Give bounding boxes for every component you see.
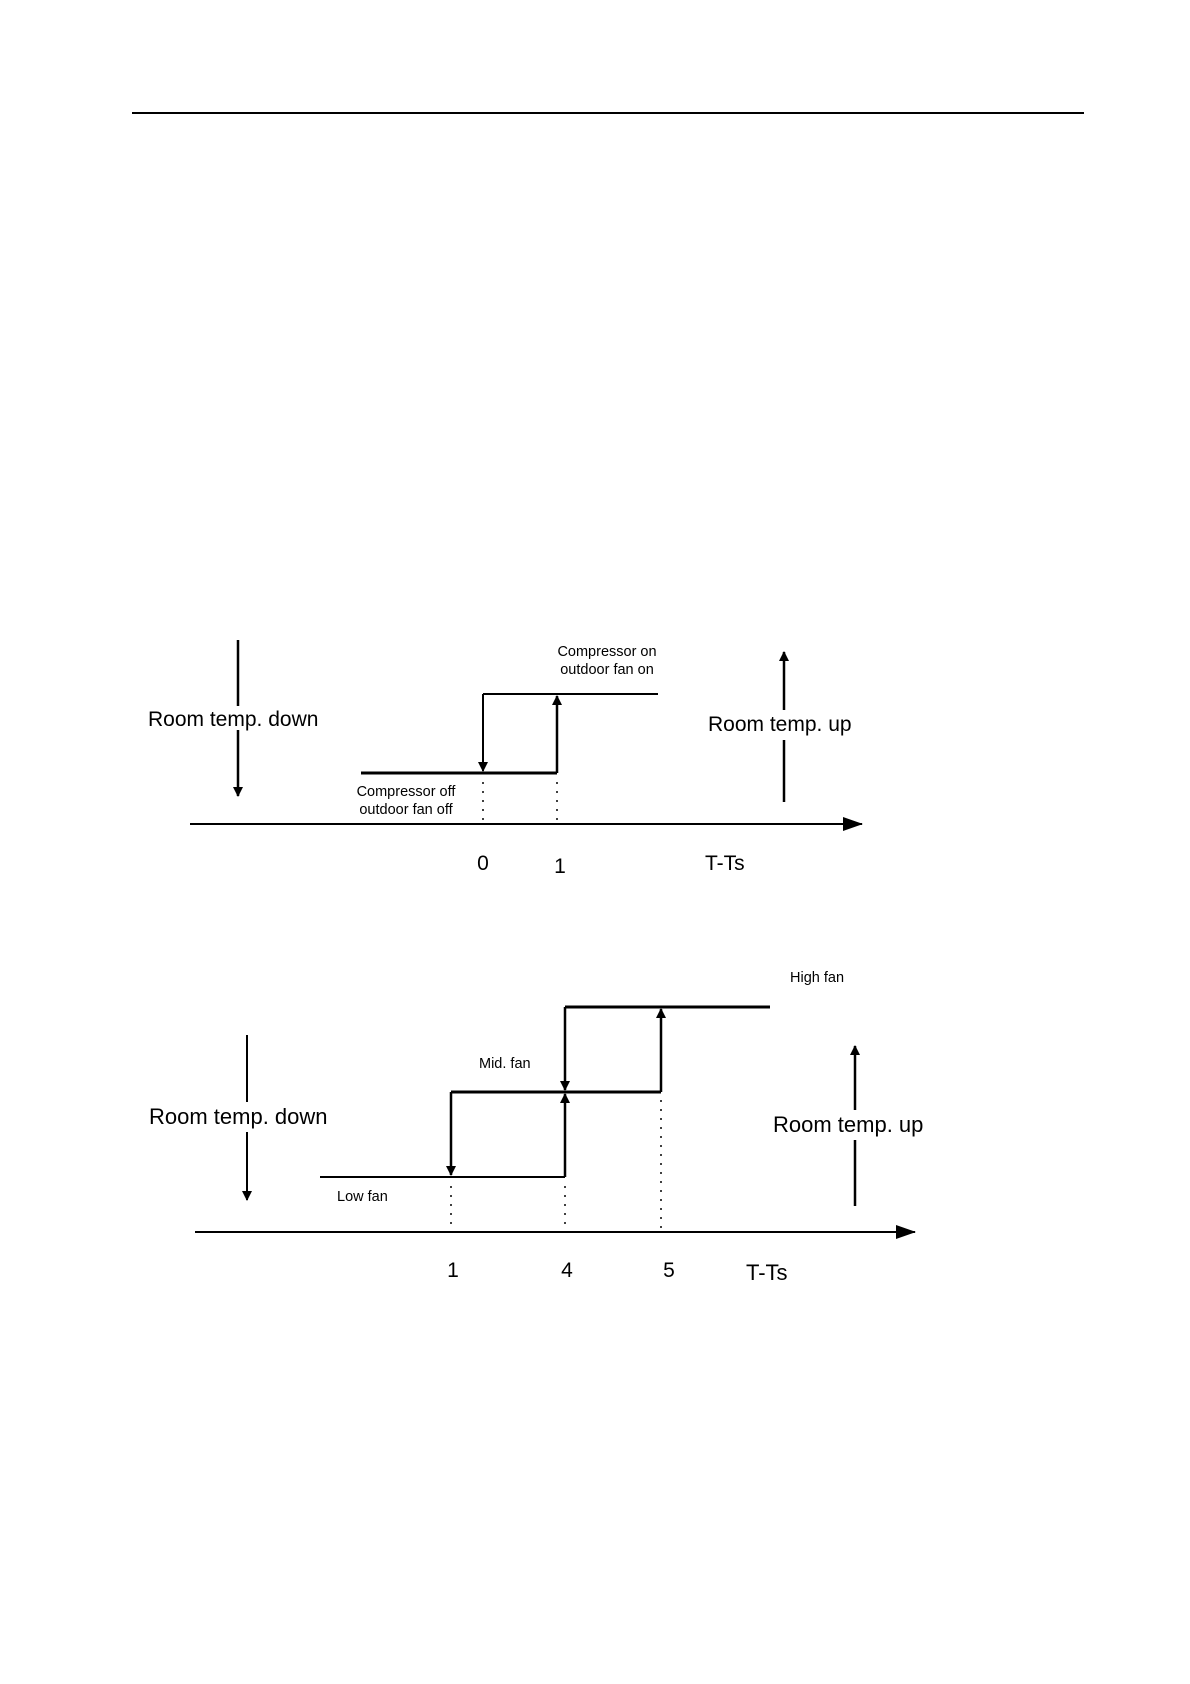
compressor-on-label: Compressor on	[557, 644, 656, 660]
tick-label-2-1: 1	[447, 1259, 459, 1282]
room-temp-up-label-2: Room temp. up	[773, 1112, 923, 1137]
outdoor-fan-on-label: outdoor fan on	[560, 662, 654, 678]
tick-label-2-5: 5	[663, 1259, 675, 1282]
low-fan-label: Low fan	[337, 1189, 388, 1205]
tick-label-0: 0	[477, 852, 489, 875]
x-axis-label-2: T-Ts	[746, 1260, 788, 1285]
room-temp-down-label-2: Room temp. down	[149, 1104, 328, 1129]
tick-label-2-4: 4	[561, 1259, 573, 1282]
compressor-off-label: Compressor off	[357, 784, 457, 800]
x-axis-label: T-Ts	[705, 852, 745, 875]
outdoor-fan-off-label: outdoor fan off	[359, 802, 453, 818]
mid-fan-label: Mid. fan	[479, 1056, 531, 1072]
tick-label-1: 1	[554, 855, 566, 878]
room-temp-up-label: Room temp. up	[708, 713, 852, 736]
high-fan-label: High fan	[790, 970, 844, 986]
room-temp-down-label: Room temp. down	[148, 708, 318, 731]
